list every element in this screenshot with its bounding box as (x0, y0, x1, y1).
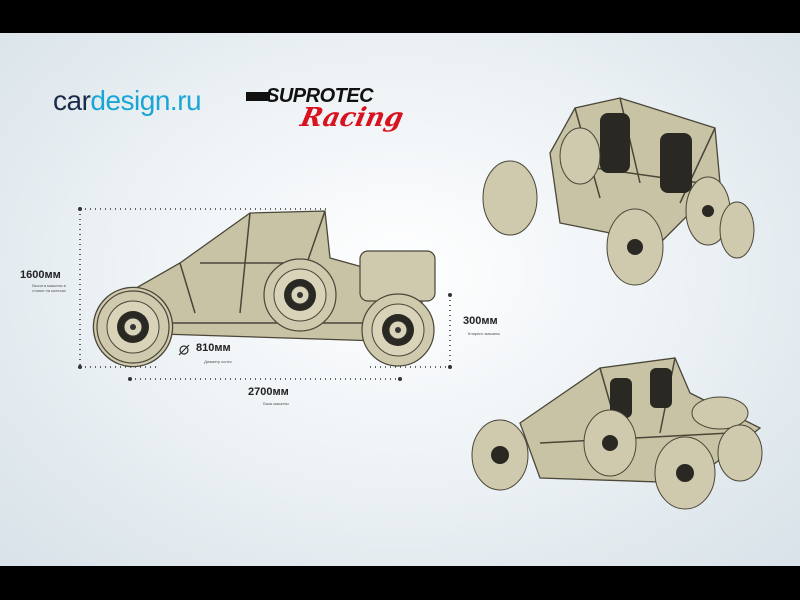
three-quarter-view-bottom (471, 357, 763, 510)
wheel-diameter-value: 810мм (196, 342, 231, 354)
length-caption: База машины (263, 401, 289, 406)
logo-bar (246, 92, 270, 101)
suprotec-brand: SUPROTEC (266, 85, 374, 107)
wheel-diameter-caption: Диаметр колес (204, 359, 232, 364)
suprotec-racing-logo: SUPROTEC Racing (246, 85, 406, 137)
side-view (78, 207, 452, 381)
presentation-slide: cardesign.ru SUPROTEC Racing (0, 33, 800, 566)
clearance-caption: Клиренс машины (467, 331, 501, 336)
length-value: 2700мм (248, 386, 289, 398)
cardesign-logo: cardesign.ru (53, 85, 202, 116)
height-caption: Высота машины в стоике на колесах (32, 283, 66, 293)
three-quarter-view-top (482, 97, 755, 286)
height-value: 1600мм (20, 269, 61, 281)
clearance-value: 300мм (463, 315, 498, 327)
diameter-icon (178, 344, 190, 356)
buggy-drawings (78, 97, 763, 510)
